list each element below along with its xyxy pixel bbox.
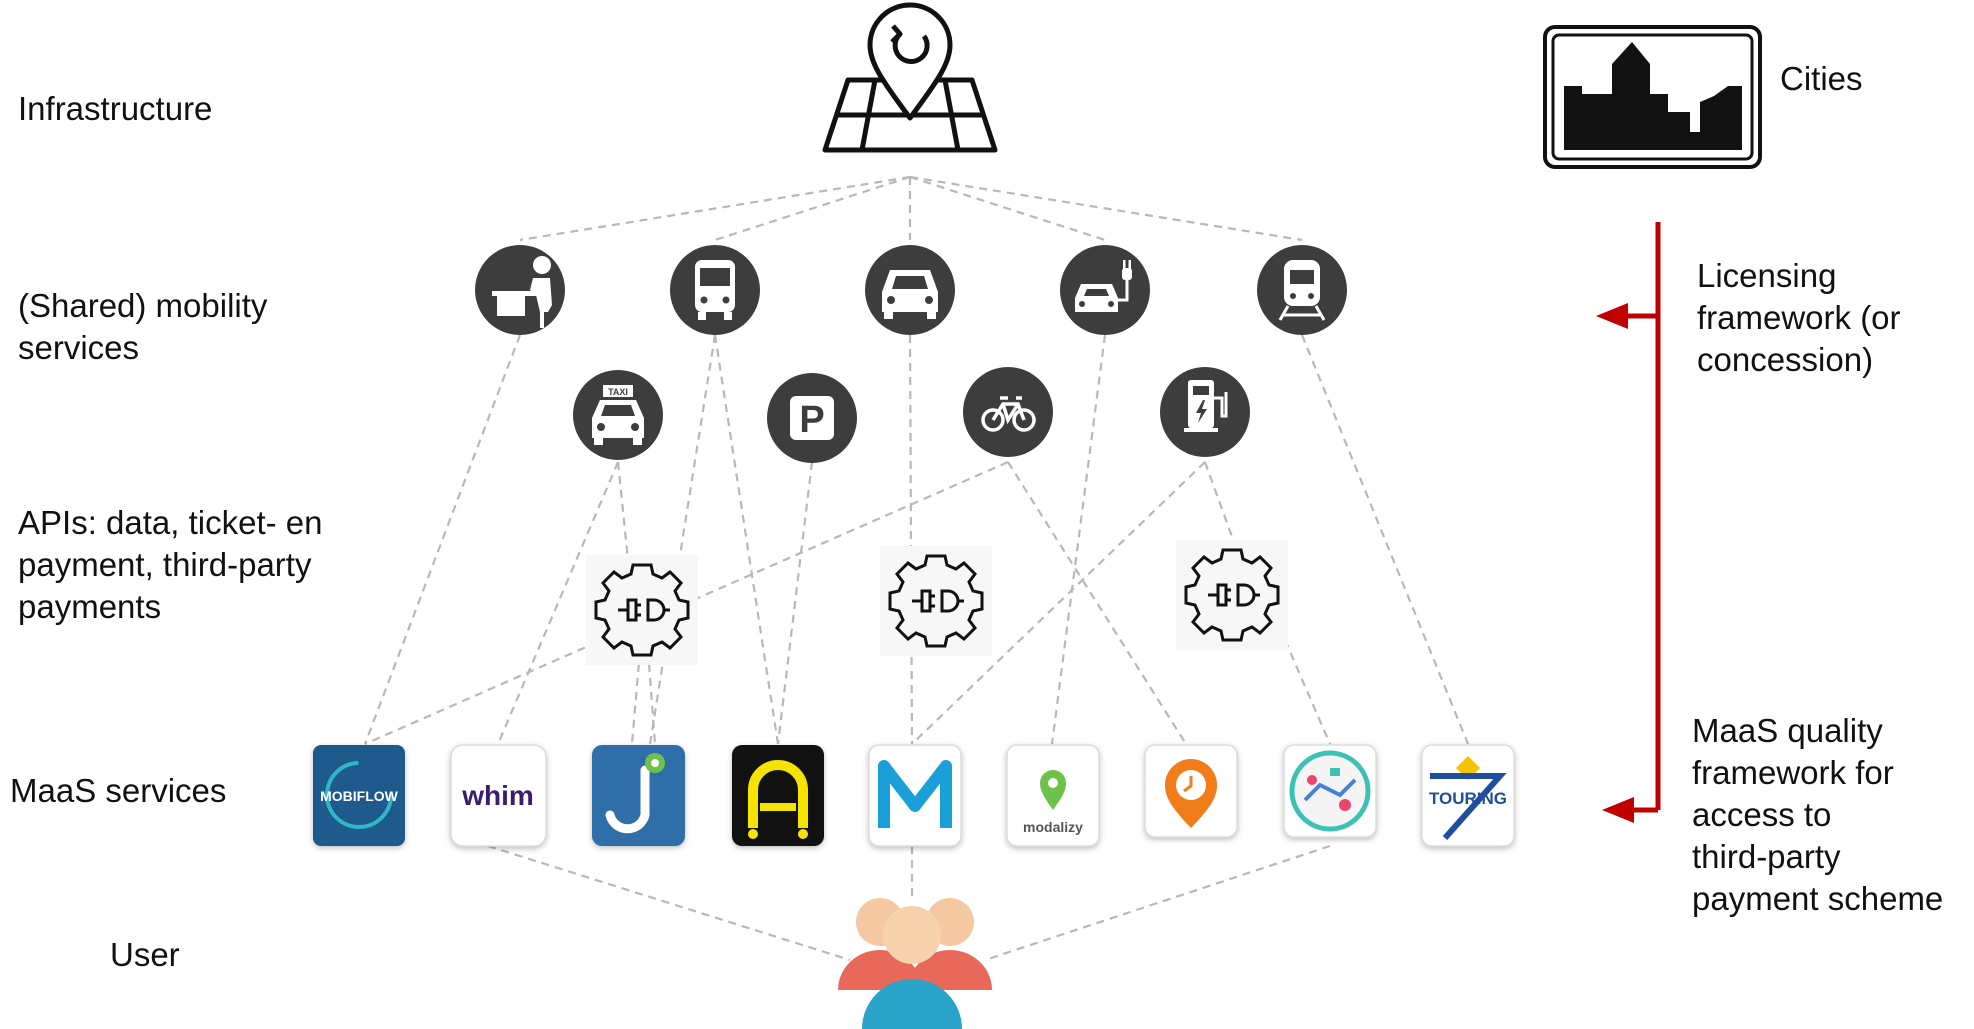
connector-lines	[363, 175, 1470, 962]
framework-arrows	[1596, 222, 1661, 823]
bicycle-icon	[963, 367, 1053, 457]
whim-app-label: whim	[461, 780, 534, 811]
taxi-icon: TAXI	[573, 370, 663, 460]
plug-gear-icon	[586, 555, 698, 665]
taxi-sign-text: TAXI	[608, 387, 628, 397]
m-route-app-icon[interactable]	[868, 744, 962, 847]
modalizy-app-label: modalizy	[1023, 819, 1083, 835]
bus-icon	[670, 245, 760, 335]
row-label-user: User	[110, 936, 180, 973]
whim-app-icon[interactable]: whim	[450, 744, 547, 847]
map-pin-refresh-icon	[822, 2, 998, 153]
row-label-maas-services: MaaS services	[10, 772, 227, 809]
j-route-app-icon[interactable]	[592, 745, 685, 846]
user-group-icon	[838, 898, 992, 1029]
row-label-apis: APIs: data, ticket- en payment, third-pa…	[18, 504, 323, 625]
arch-app-icon[interactable]	[732, 745, 824, 846]
label-cities: Cities	[1780, 60, 1863, 97]
parking-icon: P	[767, 373, 857, 463]
clock-pin-app-icon[interactable]	[1144, 744, 1238, 838]
row-label-mobility-services: (Shared) mobility services	[18, 287, 268, 366]
car-icon	[865, 245, 955, 335]
touring-app-icon[interactable]: TOURING	[1421, 744, 1515, 847]
plug-gear-icon	[1176, 540, 1288, 650]
electric-car-icon	[1060, 245, 1150, 335]
ev-charger-icon	[1160, 367, 1250, 457]
row-label-infrastructure: Infrastructure	[18, 90, 213, 127]
route-circle-app-icon[interactable]	[1283, 744, 1377, 838]
parking-letter: P	[799, 399, 824, 441]
touring-app-label: TOURING	[1429, 789, 1507, 808]
train-icon	[1257, 245, 1347, 335]
remote-work-icon	[449, 245, 565, 335]
label-maas-quality-framework: MaaS quality framework for access to thi…	[1692, 712, 1944, 917]
mobiflow-app-icon[interactable]: MOBIFLOW	[313, 745, 405, 846]
plug-gear-icon	[880, 546, 992, 656]
city-skyline-sign-icon	[1543, 25, 1762, 169]
modalizy-app-icon[interactable]: modalizy	[1006, 744, 1100, 847]
mobiflow-app-label: MOBIFLOW	[320, 788, 399, 804]
label-licensing-framework: Licensing framework (or concession)	[1697, 257, 1901, 378]
